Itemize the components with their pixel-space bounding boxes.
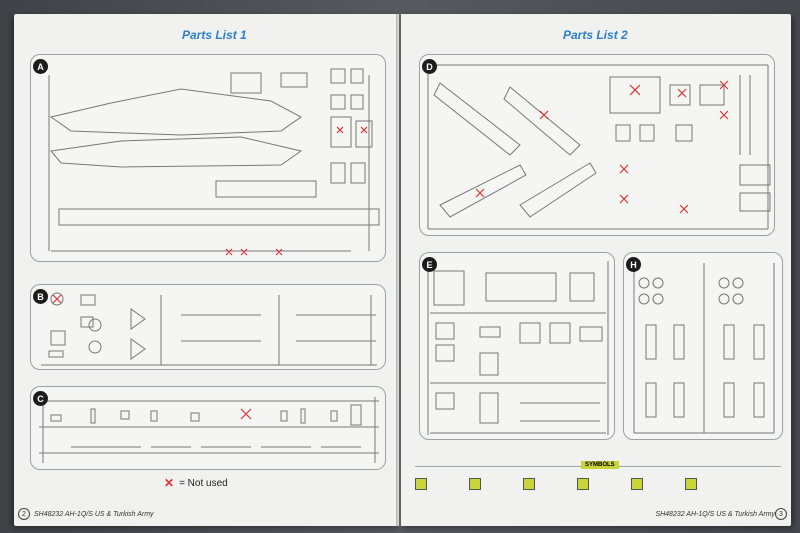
book-spine — [396, 14, 404, 526]
glue-icon — [469, 477, 481, 490]
colour-icon — [685, 477, 697, 490]
page-title: Parts List 2 — [563, 28, 628, 42]
sprue-d: D — [419, 54, 775, 236]
symbol-glue — [469, 477, 517, 490]
sprue-c-badge: C — [33, 391, 48, 406]
sprue-b-badge: B — [33, 289, 48, 304]
sprue-c-drawing — [39, 397, 379, 463]
page-title: Parts List 1 — [182, 28, 247, 42]
cross-icon: ✕ — [164, 476, 175, 490]
symbol-colour — [685, 477, 733, 490]
symbol-bend — [523, 477, 571, 490]
sprue-h-drawing — [633, 263, 775, 434]
symbols-legend: SYMBOLS — [415, 461, 781, 496]
symbol-scratch — [577, 477, 625, 490]
bend-icon — [523, 477, 535, 490]
legend-text: = Not used — [179, 477, 228, 489]
symbols-title: SYMBOLS — [581, 461, 619, 469]
sprue-a: A — [30, 54, 386, 262]
sprue-h-badge: H — [626, 257, 641, 272]
sprue-b-drawing — [41, 292, 377, 366]
sprue-e-drawing — [427, 261, 609, 435]
sprue-d-drawing — [427, 64, 771, 230]
sprue-e: E — [419, 252, 615, 440]
sprue-a-badge: A — [33, 59, 48, 74]
sprue-h: H — [623, 252, 783, 440]
page-number: 2 — [18, 508, 30, 520]
sprue-d-badge: D — [422, 59, 437, 74]
page-footer: SH48232 AH-1Q/S US & Turkish Army — [34, 511, 154, 518]
cut-icon — [631, 477, 643, 490]
sprue-a-drawing — [48, 68, 380, 256]
symbol-optional — [415, 477, 463, 490]
sprue-c: C — [30, 386, 386, 470]
symbol-cut — [631, 477, 679, 490]
optional-icon — [415, 477, 427, 490]
page-footer: SH48232 AH-1Q/S US & Turkish Army — [655, 511, 775, 518]
not-used-legend: ✕ = Not used — [164, 476, 228, 490]
page-number: 3 — [775, 508, 787, 520]
scratch-icon — [577, 477, 589, 490]
sprue-b: B — [30, 284, 386, 370]
sprue-e-badge: E — [422, 257, 437, 272]
left-page: Parts List 1 A — [14, 14, 399, 526]
right-page: Parts List 2 D — [401, 14, 791, 526]
